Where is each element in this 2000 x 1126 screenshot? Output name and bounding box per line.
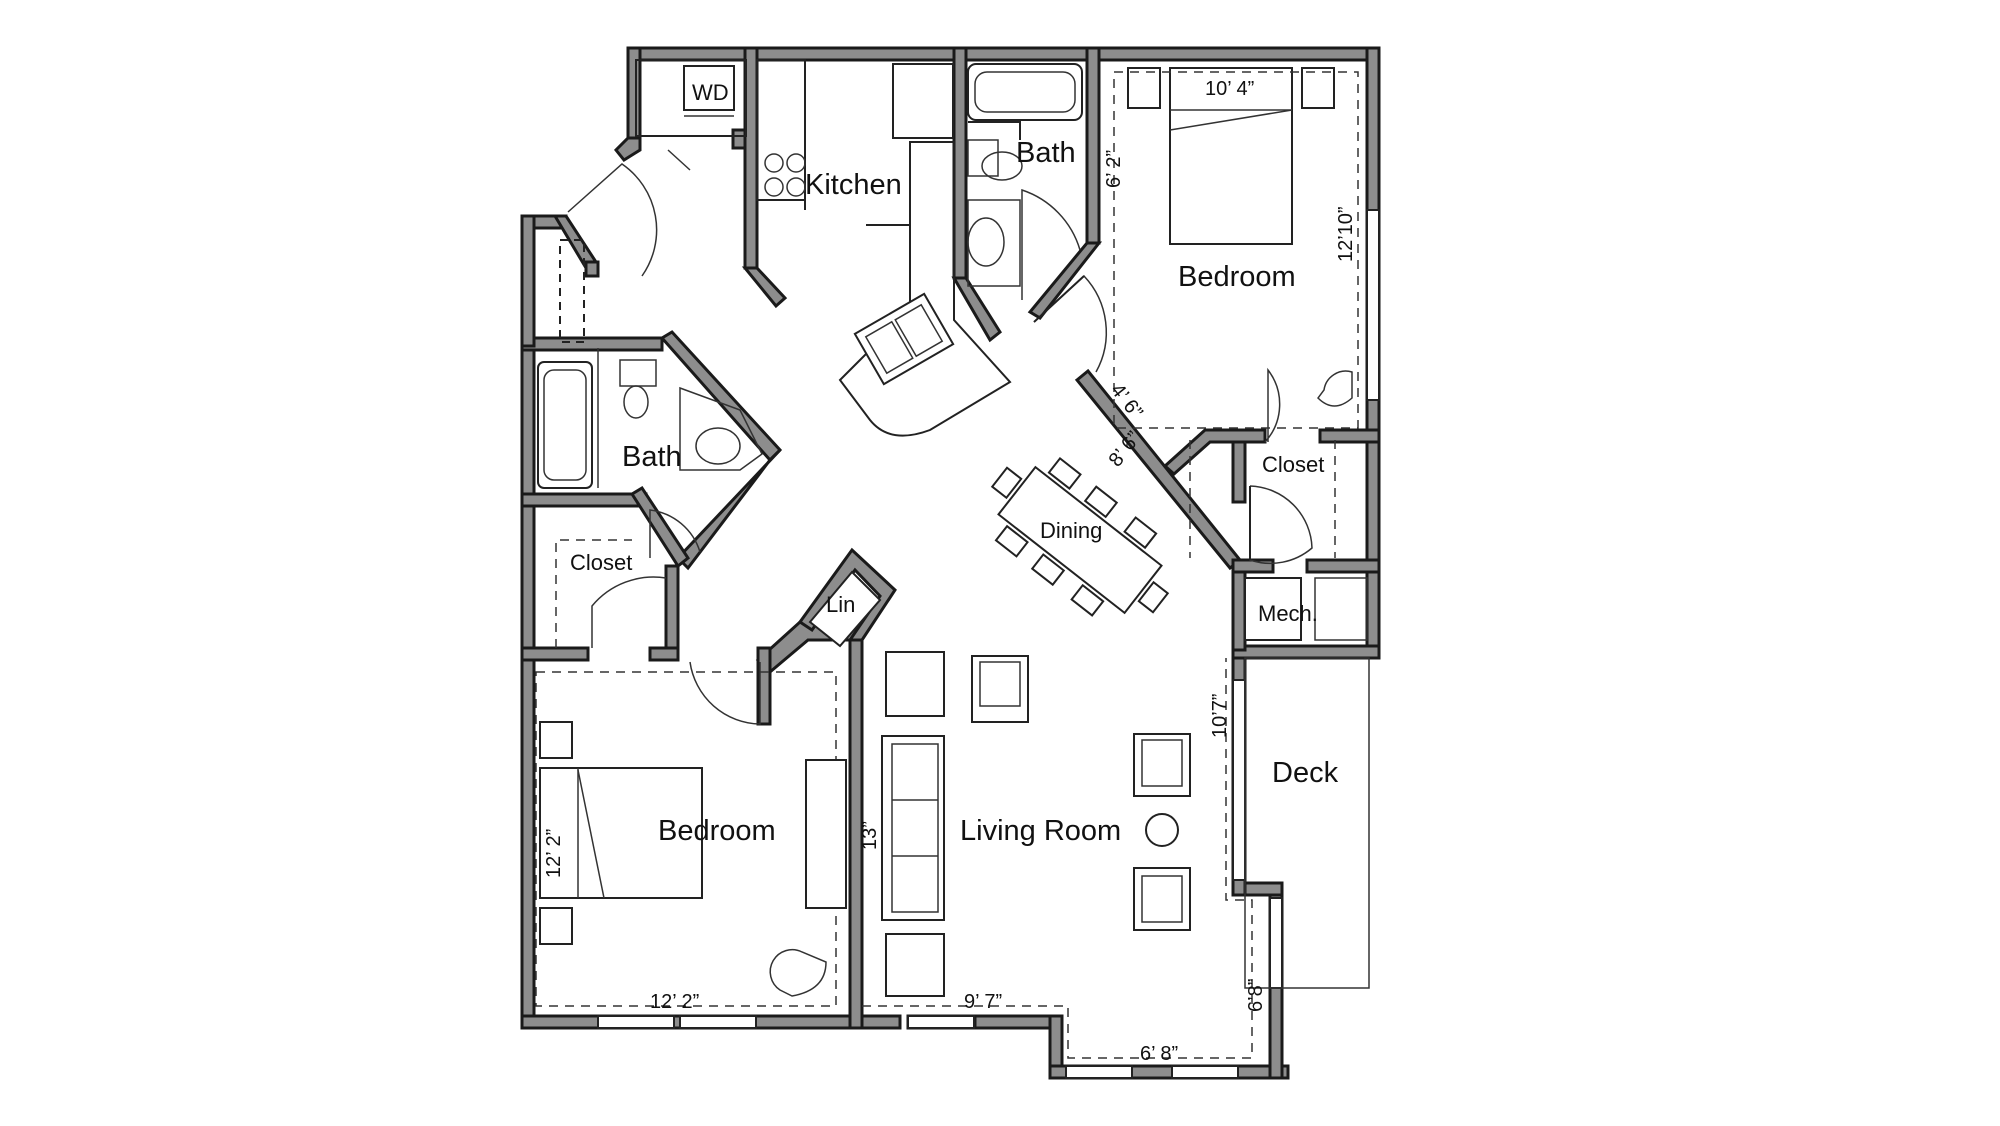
linen-label: Lin (826, 592, 855, 617)
second-bed-depth: 12’ 2” (543, 829, 565, 878)
deck-label: Deck (1272, 757, 1339, 789)
second-closet-label: Closet (570, 550, 632, 575)
kitchen-area: Kitchen (756, 59, 1012, 437)
second-bed-icon (539, 767, 703, 899)
living-side-dim: 10’7” (1209, 694, 1231, 738)
master-bath: Bath (967, 63, 1083, 300)
laundry-area: WD (559, 59, 747, 343)
master-bedroom-label: Bedroom (1178, 261, 1296, 293)
master-closet: Closet (1189, 367, 1336, 565)
second-closet: Closet (555, 539, 667, 648)
living-depth-dim: 13” (859, 821, 881, 850)
living-width-dim: 9’ 7” (964, 991, 1002, 1013)
second-bath-label: Bath (622, 441, 682, 473)
bedroom2-door-swing (689, 661, 761, 725)
bay-depth-dim: 6’8” (1245, 979, 1267, 1012)
closet-door-swing-upper (1264, 367, 1281, 443)
master-bed-depth: 12’10” (1335, 206, 1357, 262)
refrigerator-icon (892, 63, 954, 139)
living-room-label: Living Room (960, 815, 1121, 847)
sink-icon (853, 292, 955, 386)
mech-label: Mech. (1258, 601, 1318, 626)
dining-label: Dining (1040, 518, 1102, 543)
dresser-icon (805, 759, 847, 909)
master-bed-icon (1169, 67, 1293, 245)
linen-closet: Lin (808, 570, 882, 648)
master-bath-depth: 6’ 2” (1103, 150, 1125, 188)
mechanical-closet (1244, 577, 1302, 641)
bedroom-door-swing (1033, 274, 1108, 373)
washer-dryer-icon (683, 65, 735, 111)
deck: Deck Mech. (1244, 577, 1370, 989)
bath2-door-swing (649, 509, 701, 558)
second-bedroom-label: Bedroom (658, 815, 776, 847)
bath-door-swing (1021, 188, 1081, 300)
interior-walls (520, 46, 1381, 1030)
second-bed-width: 12’ 2” (650, 991, 699, 1013)
kitchen-label: Kitchen (805, 169, 902, 201)
master-closet-label: Closet (1262, 452, 1324, 477)
laundry-label: WD (692, 80, 729, 105)
closet2-door-swing (591, 576, 667, 648)
living-room: Living Room 10’7” 13” 9’ 7” 6’ 8” 6’8” (859, 651, 1267, 1065)
bay-width-dim: 6’ 8” (1140, 1043, 1178, 1065)
master-bath-label: Bath (1016, 137, 1076, 169)
second-bedroom: Bedroom 12’ 2” 12’ 2” (535, 661, 847, 1013)
entry-door-swing (567, 163, 658, 277)
dining-table-icon (997, 465, 1163, 615)
second-bath: Bath (537, 348, 763, 558)
armchair-icon-2 (1133, 867, 1191, 931)
dining-area (990, 456, 1170, 617)
master-bedroom: Bedroom 10’ 4” 12’10” 6’ 2” (1033, 67, 1359, 429)
master-bed-width: 10’ 4” (1205, 78, 1254, 100)
closet-door-swing-lower (1249, 485, 1313, 565)
side-table-icon (1145, 813, 1179, 847)
